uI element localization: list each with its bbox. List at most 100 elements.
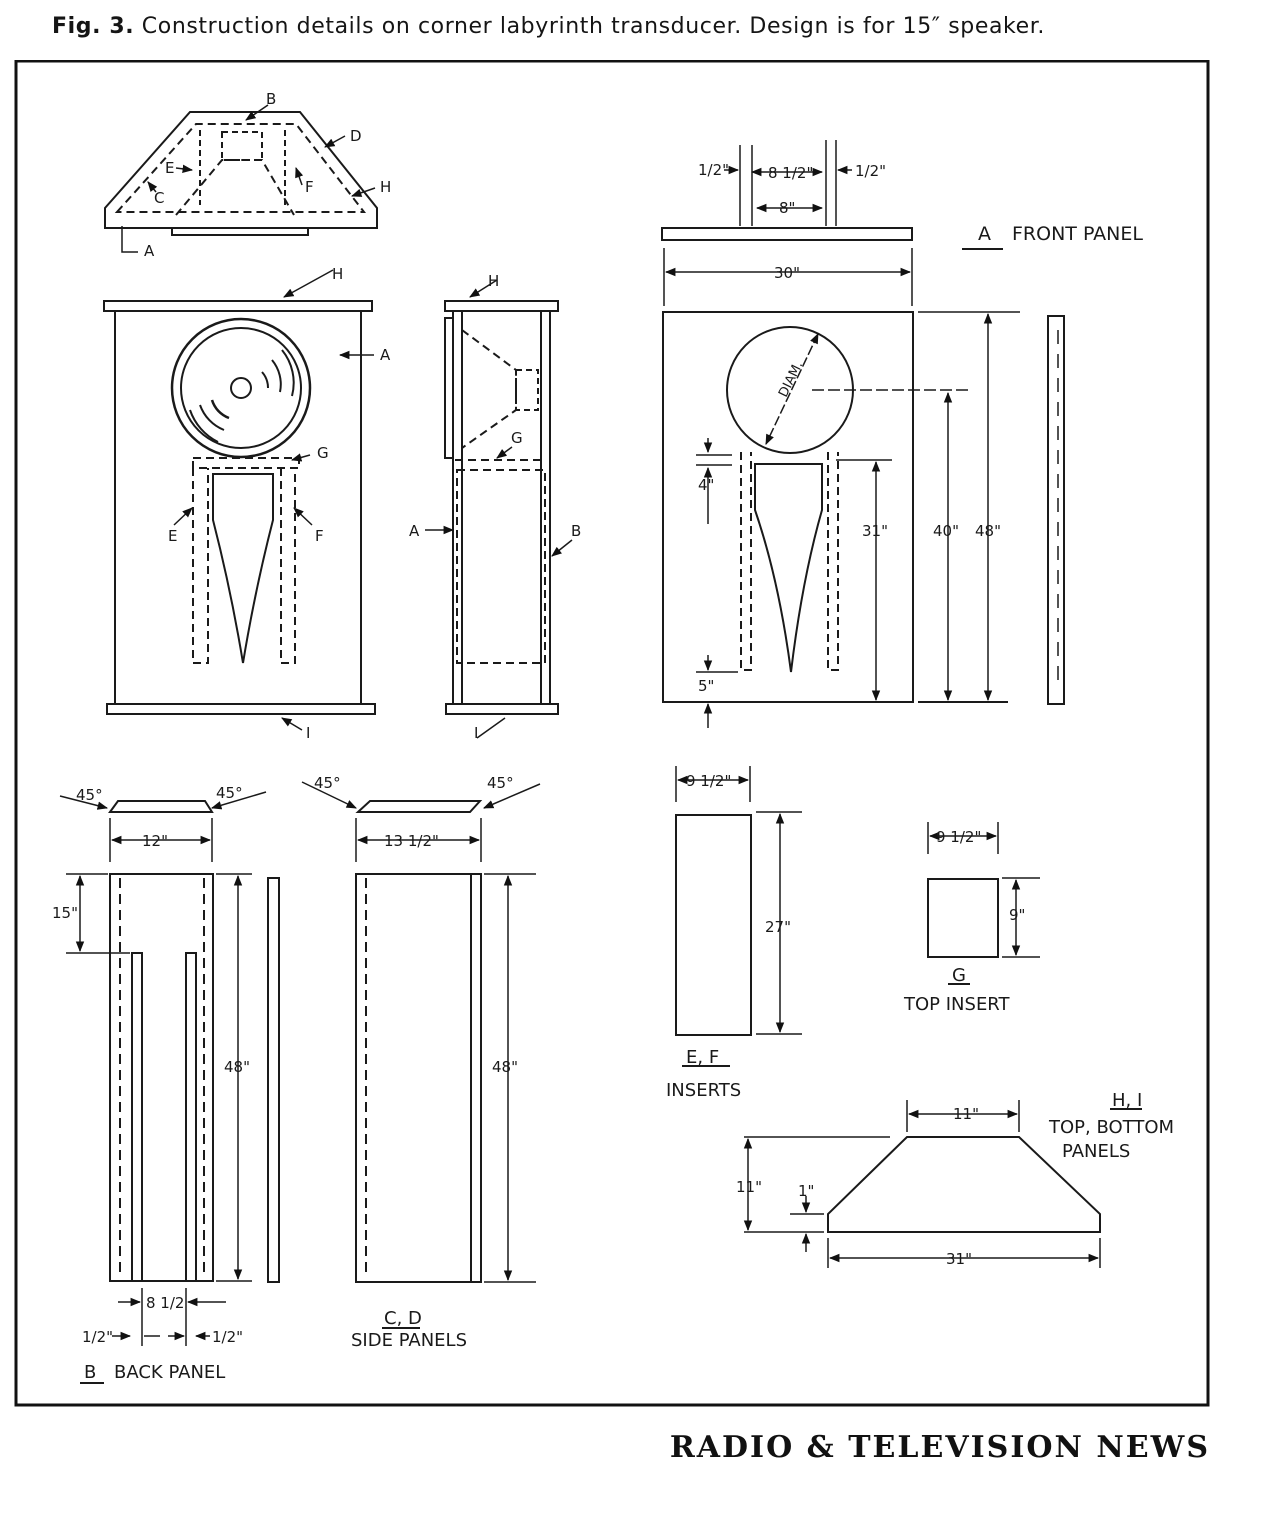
tb-panel [827, 1136, 1101, 1233]
bp-dim-half-left: 1/2" [82, 1328, 113, 1346]
plan-label-f: F [305, 178, 314, 196]
section-label-a: A [409, 522, 420, 540]
sp-angle-right: 45° [487, 774, 514, 792]
bp-title-letter: B [84, 1362, 96, 1383]
bp-dim-48: 48" [224, 1058, 250, 1076]
figure-number: Fig. 3. [52, 14, 135, 39]
section-horn [461, 329, 517, 449]
top-bottom-drawing [743, 1100, 1142, 1268]
plan-label-c: C [154, 189, 164, 207]
sp-panel [355, 873, 482, 1283]
fp-side-edge [1047, 315, 1065, 705]
fp-insert-f [827, 452, 839, 671]
fp-dim-gap: 8 1/2" [768, 164, 813, 182]
speaker-dustcap [230, 377, 252, 399]
bp-angle-right: 45° [216, 784, 243, 802]
fp-dim-width: 30" [774, 264, 800, 282]
top-insert-dim-width: 9 1/2" [936, 828, 981, 846]
section-speaker-board [444, 317, 454, 459]
inserts-title-letters: E, F [686, 1047, 719, 1068]
plan-inner-outline [114, 123, 367, 213]
elev-top-insert [192, 457, 300, 469]
fp-diam-label: DIAM. [776, 359, 806, 400]
fp-dim-4: 4" [698, 476, 714, 494]
inserts-dim-height: 27" [765, 918, 791, 936]
tb-dim-top: 11" [953, 1105, 979, 1123]
sp-top-edge [355, 800, 483, 813]
section-top-panel [444, 300, 559, 312]
tb-title-line1: TOP, BOTTOM [1048, 1117, 1174, 1138]
bp-dim-slot: 8 1/2 [146, 1294, 184, 1312]
drawing-frame: A B C D E F H A H G E F I [14, 59, 1212, 1408]
inserts-panel [675, 814, 752, 1036]
front-elevation [103, 269, 376, 731]
bp-edge-view [267, 877, 280, 1283]
fp-labyrinth-opening [754, 463, 823, 673]
plan-label-h: H [380, 178, 391, 196]
plan-horn [175, 159, 295, 216]
tb-dim-base: 31" [946, 1250, 972, 1268]
bp-top-edge [108, 800, 214, 813]
bp-dim-half-right: 1/2" [212, 1328, 243, 1346]
elev-label-a: A [380, 346, 391, 364]
elev-insert-f [280, 468, 296, 664]
elev-label-i: I [306, 724, 310, 742]
back-panel-drawing [59, 791, 280, 1384]
bp-slot-left [131, 952, 143, 1281]
fp-panel [662, 311, 914, 703]
top-insert-drawing [927, 822, 1040, 985]
top-insert-title: TOP INSERT [903, 994, 1011, 1015]
tb-title-letters: H, I [1112, 1090, 1142, 1111]
sp-title-letters: C, D [384, 1308, 422, 1329]
plan-label-b: B [266, 90, 276, 108]
side-section [425, 279, 573, 739]
frame-border [14, 59, 1210, 1407]
elev-cabinet [114, 310, 362, 705]
fp-dim-inner: 8" [779, 199, 795, 217]
section-label-h: H [488, 272, 499, 290]
bp-slot-right [185, 952, 197, 1281]
elev-top-panel [103, 300, 373, 312]
top-plan-view [104, 104, 378, 253]
section-back-panel [540, 310, 551, 705]
section-inserts [456, 469, 546, 664]
sp-title: SIDE PANELS [351, 1330, 467, 1351]
bp-panel [109, 873, 214, 1282]
top-insert-dim-height: 9" [1009, 906, 1025, 924]
figure-caption: Fig. 3. Construction details on corner l… [52, 14, 1232, 39]
fp-title: FRONT PANEL [1012, 223, 1143, 245]
section-label-i: I [474, 724, 478, 742]
plan-label-e: E [165, 159, 174, 177]
plan-leader-a [121, 226, 138, 253]
elev-insert-e [192, 468, 209, 664]
top-insert-panel [927, 878, 999, 958]
fp-dim-48: 48" [975, 522, 1001, 540]
section-bottom-panel [445, 703, 559, 715]
sp-dim-48: 48" [492, 1058, 518, 1076]
inserts-drawing [675, 766, 802, 1067]
magazine-masthead: RADIO & TELEVISION NEWS [669, 1430, 1210, 1465]
section-label-g: G [511, 429, 523, 447]
sp-dim-width: 13 1/2" [384, 832, 439, 850]
figure-caption-text: Construction details on corner labyrinth… [141, 14, 1045, 39]
elev-label-g: G [317, 444, 329, 462]
elev-bottom-panel [106, 703, 376, 715]
bp-angle-left: 45° [76, 786, 103, 804]
tb-title-line2: PANELS [1062, 1141, 1130, 1162]
section-driver [515, 369, 539, 411]
fp-dim-half-left: 1/2" [698, 161, 729, 179]
fp-dim-half-right: 1/2" [855, 162, 886, 180]
section-front-panel [452, 310, 463, 705]
elev-label-h: H [332, 265, 343, 283]
bp-title: BACK PANEL [114, 1362, 225, 1383]
sp-angle-left: 45° [314, 774, 341, 792]
construction-drawing: A B C D E F H A H G E F I [14, 59, 1210, 1407]
fp-insert-e [740, 452, 752, 671]
fp-title-letter: A [978, 223, 991, 245]
fp-dim-5: 5" [698, 677, 714, 695]
plan-driver [221, 131, 263, 161]
bp-dim-width: 12" [142, 832, 168, 850]
elev-labyrinth-opening [212, 473, 274, 664]
inserts-title: INSERTS [666, 1080, 741, 1101]
tb-dim-edge: 1" [798, 1182, 814, 1200]
